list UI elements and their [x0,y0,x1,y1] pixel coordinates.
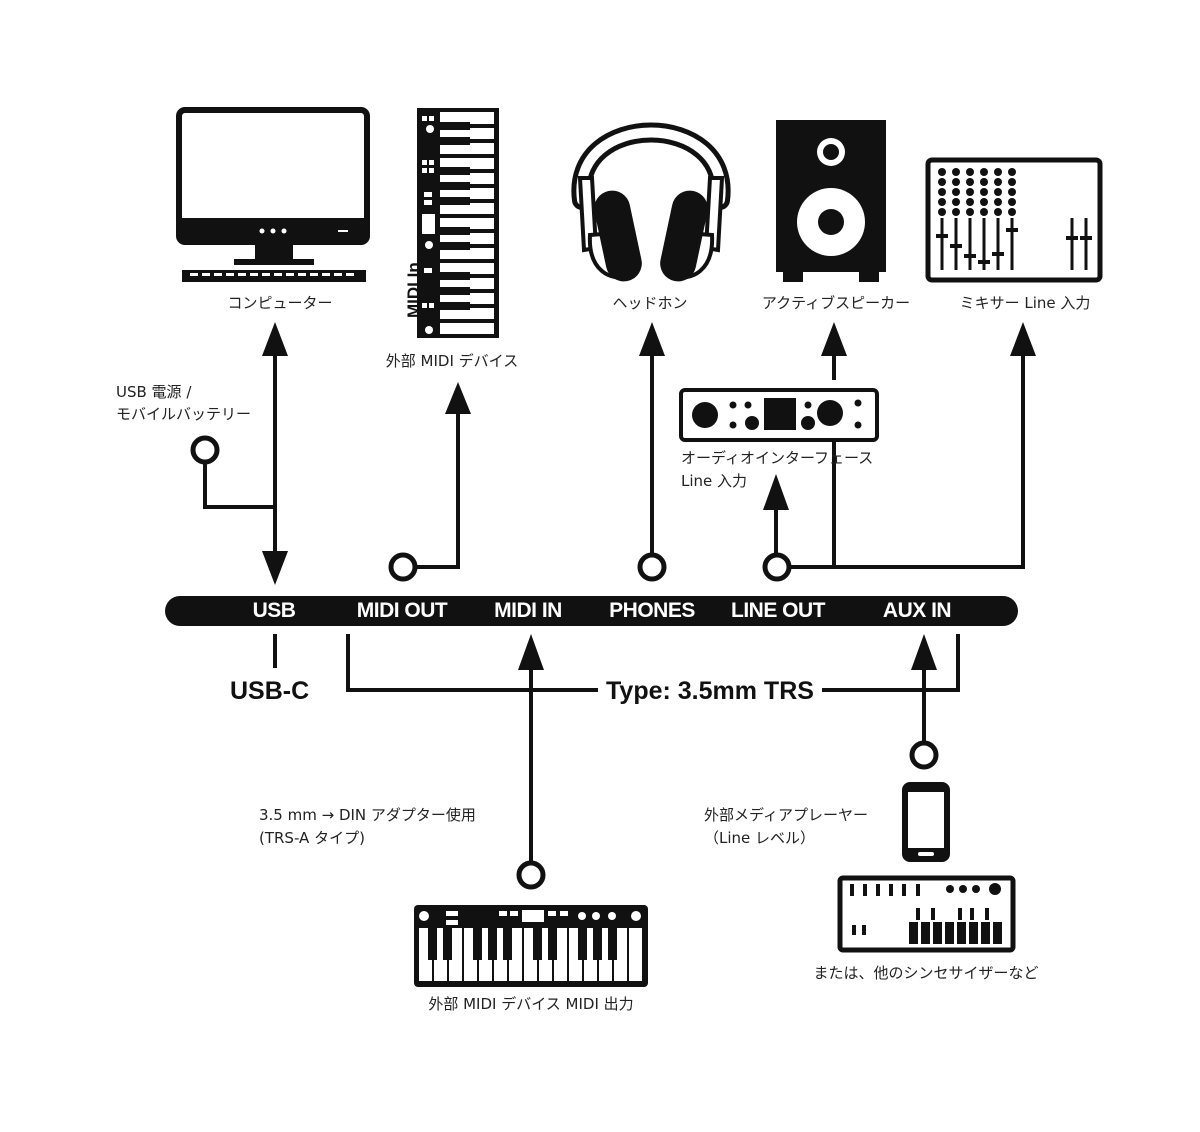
usb-power-plug [190,435,220,465]
media-player-label-2: （Line レベル） [704,829,816,847]
port-midi-in: MIDI IN [494,599,562,622]
line-out-link [790,355,1025,569]
port-aux-in: AUX IN [882,599,952,622]
midi-in-plug [516,860,546,890]
media-player-label-1: 外部メディアプレーヤー [704,806,868,824]
din-adapter-label-1: 3.5 mm → DIN アダプター使用 [259,806,476,824]
synth-label: または、他のシンセサイザーなど [813,964,1039,982]
port-usb: USB [252,599,296,622]
usb-power-label-2: モバイルバッテリー [116,405,252,423]
mixer-label: ミキサー Line 入力 [959,294,1091,312]
active-speaker-label: アクティブスピーカー [761,294,911,312]
keyboard-icon [414,905,648,987]
headphones-label: ヘッドホン [612,294,688,312]
midi-in-vertical-label: MIDI In [404,262,423,318]
line-out-plug [762,552,792,582]
midi-device-label: 外部 MIDI デバイス [385,352,519,370]
usb-c-label: USB-C [230,676,310,706]
din-adapter-label-2: (TRS-A タイプ) [259,829,365,847]
computer-icon [176,107,370,282]
keyboard-label: 外部 MIDI デバイス MIDI 出力 [428,995,634,1013]
midi-out-plug [388,552,418,582]
phones-plug [637,552,667,582]
active-speaker-icon [776,120,886,282]
mixer-icon [925,157,1103,283]
aux-in-plug [909,740,939,770]
audio-interface-label-1: オーディオインターフェース [681,449,874,467]
audio-interface-label-2: Line 入力 [681,472,748,490]
port-line-out: LINE OUT [731,599,826,622]
connector-type-label: Type: 3.5mm TRS [598,676,822,706]
port-phones: PHONES [609,599,695,622]
midi-out-link [415,412,460,569]
media-player-icon [902,782,950,862]
synthesizer-icon [837,875,1016,953]
usb-power-label-1: USB 電源 / [116,383,192,401]
computer-label: コンピューター [227,294,333,312]
audio-interface-icon [679,388,879,442]
port-bar [165,596,1018,626]
headphones-icon [571,122,731,282]
midi-device-icon [417,108,499,338]
port-midi-out: MIDI OUT [356,599,448,622]
